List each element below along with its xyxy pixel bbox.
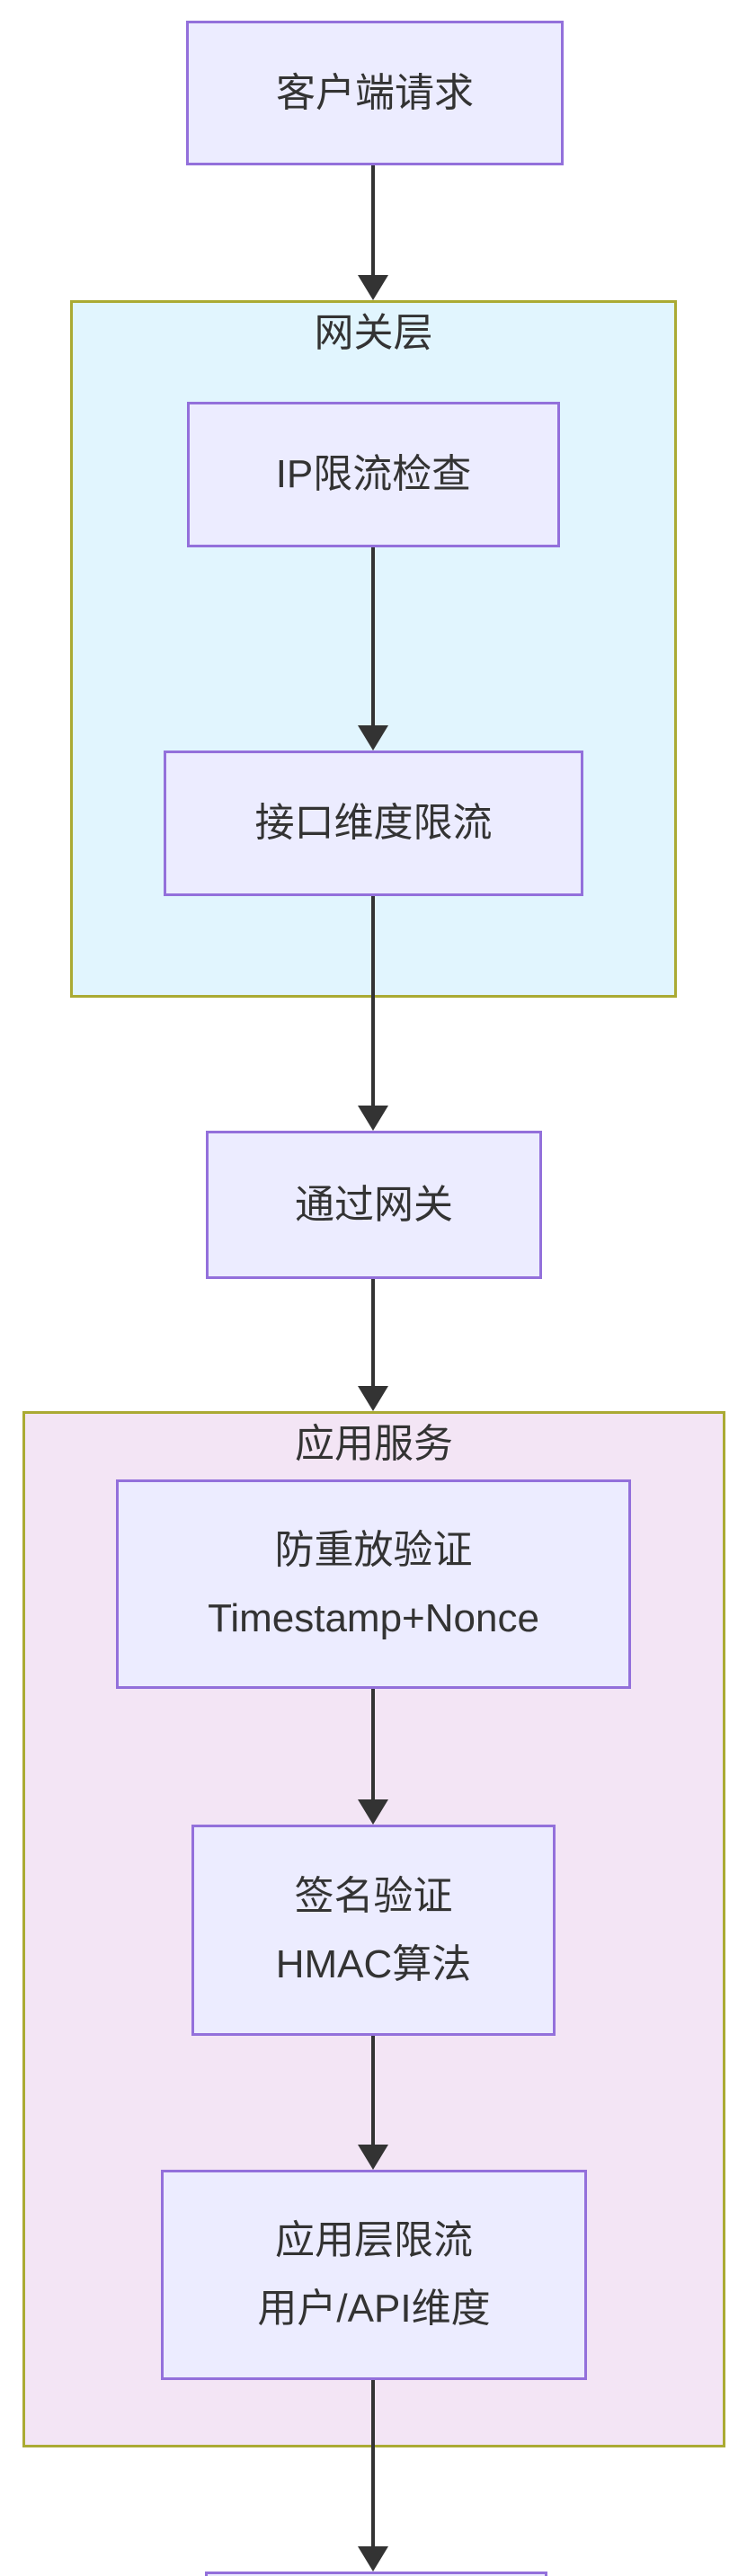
node-client-request-label: 客户端请求: [276, 70, 474, 115]
node-app-layer-line1: 应用层限流: [275, 2218, 473, 2262]
node-interface-rate-limit: 接口维度限流: [164, 751, 583, 896]
arrowhead-down-icon: [358, 725, 388, 751]
node-anti-replay-line2: Timestamp+Nonce: [208, 1595, 539, 1640]
node-signature-verification: 签名验证 HMAC算法: [191, 1825, 556, 2036]
node-anti-replay-verification: 防重放验证 Timestamp+Nonce: [116, 1479, 631, 1689]
node-app-layer-rate-limit: 应用层限流 用户/API维度: [161, 2170, 587, 2380]
arrowhead-down-icon: [358, 1106, 388, 1131]
cluster-gateway-title: 网关层: [314, 311, 433, 355]
node-ip-rate-limit-check: IP限流检查: [187, 402, 560, 547]
node-signature-line2: HMAC算法: [275, 1941, 472, 1986]
edge-ip-to-interface: [371, 547, 375, 727]
node-pass-gateway-label: 通过网关: [295, 1182, 453, 1227]
edge-signature-to-applimit: [371, 2036, 375, 2146]
arrowhead-down-icon: [358, 2145, 388, 2170]
edge-replay-to-signature: [371, 1689, 375, 1801]
node-ip-rate-limit-check-label: IP限流检查: [275, 452, 472, 496]
arrowhead-down-icon: [358, 1386, 388, 1411]
cluster-app-service-title: 应用服务: [295, 1422, 453, 1466]
node-anti-replay-line1: 防重放验证: [274, 1527, 473, 1572]
arrowhead-down-icon: [358, 2546, 388, 2572]
edge-client-to-gateway: [371, 165, 375, 277]
node-client-request: 客户端请求: [186, 21, 564, 165]
node-interface-rate-limit-label: 接口维度限流: [254, 801, 493, 845]
edge-pass-to-app-service: [371, 1279, 375, 1388]
node-next-offscreen-partial: [205, 2572, 547, 2576]
node-signature-line1: 签名验证: [294, 1873, 453, 1918]
edge-applimit-to-next: [371, 2380, 375, 2548]
arrowhead-down-icon: [358, 1799, 388, 1825]
node-app-layer-line2: 用户/API维度: [257, 2287, 491, 2331]
arrowhead-down-icon: [358, 275, 388, 300]
edge-interface-to-pass: [371, 896, 375, 1107]
node-pass-gateway: 通过网关: [206, 1131, 542, 1279]
